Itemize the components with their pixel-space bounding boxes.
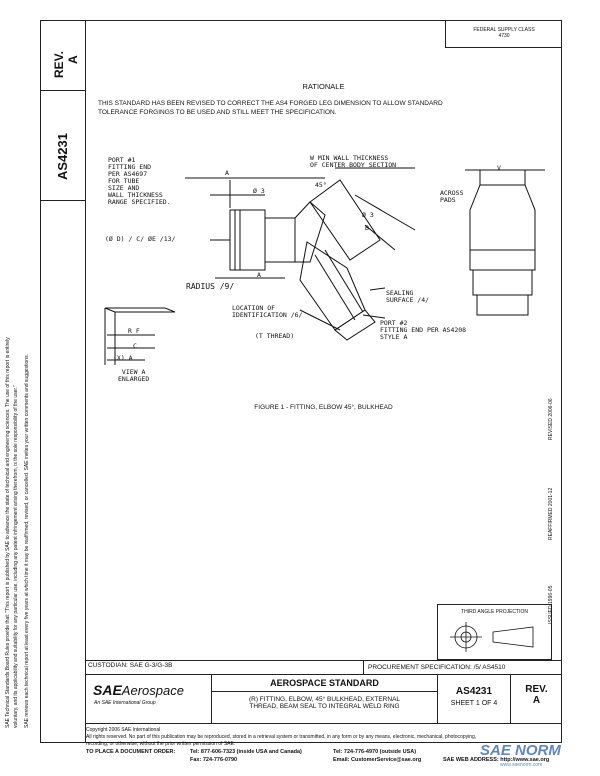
view-a-enlarged [104, 307, 176, 313]
tel-outside: Tel: 724-776-4970 (outside USA) [333, 749, 417, 755]
label-port2: PORT #2 FITTING END PER AS4208 STYLE A [380, 319, 467, 341]
fax: Fax: 724-776-0790 [190, 757, 238, 763]
watermark-logo: SAE NORM [480, 742, 561, 759]
title-block-line [85, 674, 562, 675]
projection-symbol [450, 622, 534, 652]
logo-subtitle: An SAE International Group [94, 700, 156, 706]
title-doc-number: AS4231 [455, 686, 493, 697]
sae-rules-line2: voluntary, and its applicability and sui… [13, 385, 19, 728]
label-sealing-surface: SEALING SURFACE /4/ [386, 289, 430, 304]
fitting-elbow-body [294, 201, 326, 263]
description-line1: (R) FITTING, ELBOW, 45° BULKHEAD, EXTERN… [248, 696, 401, 703]
custodian: CUSTODIAN: SAE G-3/G-3B [88, 662, 173, 669]
rationale-text-1: THIS STANDARD HAS BEEN REVISED TO CORREC… [98, 100, 443, 107]
title-rev-value: A [532, 695, 541, 706]
procurement-spec: PROCUREMENT SPECIFICATION: /5/ AS4510 [368, 664, 506, 671]
rights-line2: recording, or otherwise, without the pri… [86, 741, 236, 747]
federal-class-code: 4730 [498, 33, 510, 39]
copyright: Copyright 2006 SAE International [86, 727, 161, 733]
figure-caption: FIGURE 1 - FITTING, ELBOW 45°, BULKHEAD [254, 404, 393, 411]
sae-logo: SAE [93, 682, 122, 698]
third-angle-box: THIRD ANGLE PROJECTION [437, 604, 552, 660]
rev-label-vertical: REV. [52, 51, 66, 78]
label-dia3-b: Ø 3 [362, 211, 374, 219]
label-across-pads: ACROSS PADS [440, 189, 464, 204]
drawing-frame [85, 20, 562, 743]
rev-cell: REV. A [510, 674, 562, 724]
rationale-text-2: TOLERANCE FORGINGS TO BE USED AND STILL … [98, 109, 337, 116]
rights-line1: All rights reserved. No part of this pub… [86, 734, 477, 740]
label-port1: PORT #1 FITTING END PER AS4697 FOR TUBE … [108, 156, 171, 206]
fitting-angled-leg [309, 179, 381, 261]
label-wall-thickness: W MIN WALL THICKNESS OF CENTER BODY SECT… [310, 154, 397, 169]
label-radius: RADIUS /9/ [186, 282, 235, 291]
watermark-url: www.saenorm.com [500, 762, 543, 768]
strip-divider [40, 200, 85, 201]
order-label: TO PLACE A DOCUMENT ORDER: [86, 749, 176, 755]
label-a-mid: A [257, 271, 261, 279]
description-cell: AEROSPACE STANDARD (R) FITTING, ELBOW, 4… [211, 674, 438, 724]
aerospace-standard-title: AEROSPACE STANDARD [270, 678, 379, 688]
label-v: V [497, 164, 501, 172]
fitting-neck [264, 217, 296, 263]
left-header-strip [40, 20, 85, 743]
title-block-top-line [85, 660, 562, 661]
label-a-top: A [225, 169, 229, 177]
label-thread: (T THREAD) [255, 332, 295, 340]
sheet-number: SHEET 1 OF 4 [450, 700, 498, 707]
strip-divider [40, 90, 85, 91]
email: Email: CustomerService@sae.org [333, 757, 422, 763]
federal-supply-box: FEDERAL SUPPLY CLASS 4730 [445, 20, 562, 48]
doc-number-vertical: AS4231 [55, 133, 70, 180]
aerospace-logo: Aerospace [121, 683, 184, 698]
label-45deg: 45° [315, 181, 327, 189]
reaffirmed-date: REAFFIRMED 2001-12 [548, 487, 554, 540]
label-rf: R F [128, 327, 140, 335]
across-pads-view [469, 184, 536, 251]
label-c: C [133, 342, 137, 350]
label-b: B [365, 224, 369, 232]
description-line2: THREAD, BEAM SEAL TO INTEGRAL WELD RING [249, 703, 400, 710]
title-block-vline [363, 660, 364, 674]
rev-value-vertical: A [66, 55, 80, 64]
figure-drawing [104, 167, 545, 365]
web-address: SAE WEB ADDRESS: http://www.sae.org [443, 757, 550, 763]
doc-number-cell: AS4231 SHEET 1 OF 4 [437, 674, 511, 724]
federal-class-label: FEDERAL SUPPLY CLASS [473, 27, 535, 33]
revised-date: REVISED 2006-06 [548, 398, 554, 440]
sae-logo-cell: SAEAerospace An SAE International Group [85, 674, 212, 724]
sae-rules-line1: SAE Technical Standards Board Rules prov… [5, 337, 11, 728]
label-dia3-a: Ø 3 [253, 187, 265, 195]
label-xa: (X) A [113, 354, 133, 362]
label-view-a: VIEW A ENLARGED [118, 368, 150, 383]
title-rev-label: REV. [525, 684, 548, 695]
third-angle-label: THIRD ANGLE PROJECTION [461, 609, 528, 615]
tel-inside: Tel: 877-606-7323 (inside USA and Canada… [190, 749, 302, 755]
rationale-title: RATIONALE [302, 82, 345, 91]
label-dims: (Ø D) / C/ ØE /13/ [105, 235, 176, 243]
label-location-id: LOCATION OF IDENTIFICATION /6/ [232, 304, 303, 319]
sae-rules-line3: SAE reviews each technical report at lea… [24, 354, 30, 728]
